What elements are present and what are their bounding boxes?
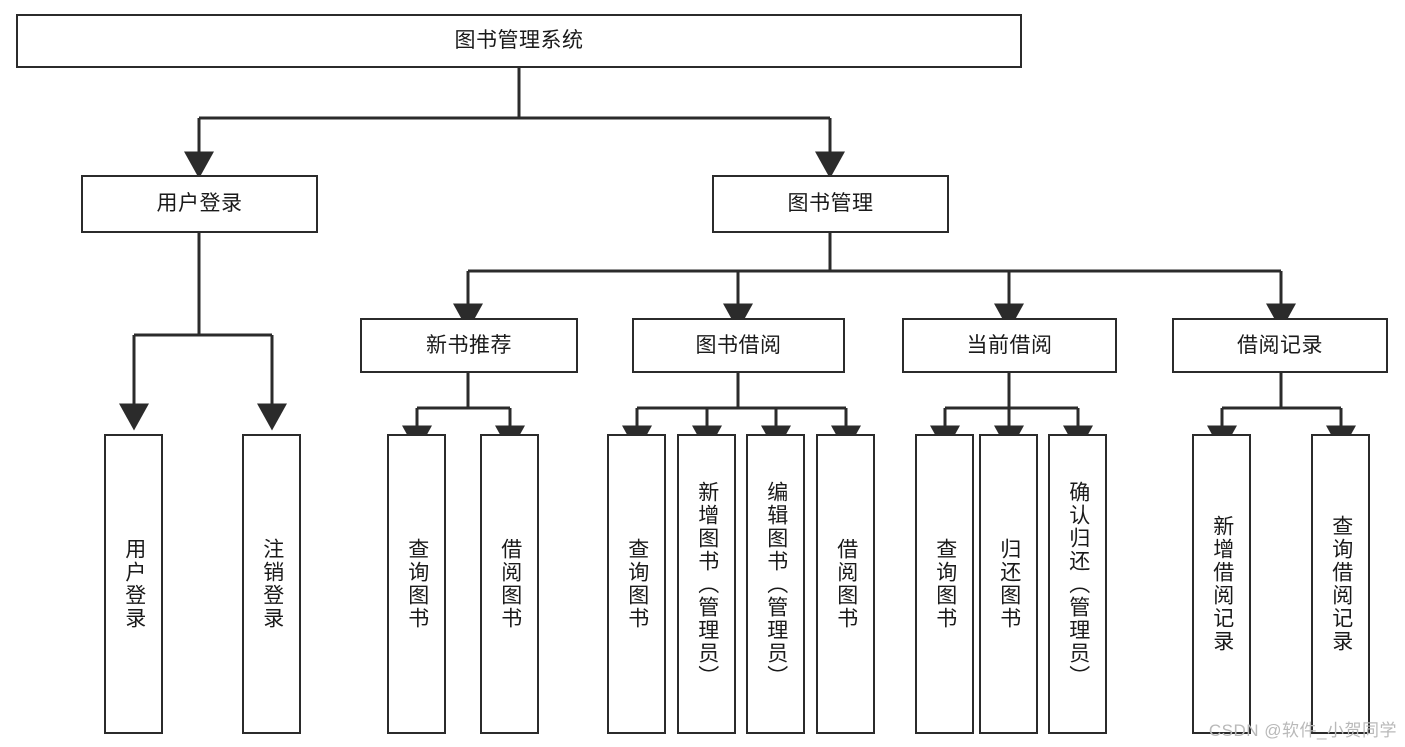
node-leaf-query-record[interactable]: 查询借阅记录 — [1311, 434, 1370, 734]
node-leaf-add-book-label: 新增图书（管理员） — [695, 480, 719, 688]
node-root[interactable]: 图书管理系统 — [16, 14, 1022, 68]
node-book-management-label: 图书管理 — [787, 192, 874, 216]
node-book-borrow-label: 图书借阅 — [695, 333, 782, 357]
node-borrow-record-label: 借阅记录 — [1237, 333, 1323, 357]
node-leaf-borrow-book-1-label: 借阅图书 — [498, 538, 522, 630]
node-leaf-confirm-return[interactable]: 确认归还（管理员） — [1048, 434, 1107, 734]
node-leaf-query-book-1[interactable]: 查询图书 — [387, 434, 446, 734]
node-current-borrow[interactable]: 当前借阅 — [902, 318, 1117, 373]
node-borrow-record[interactable]: 借阅记录 — [1172, 318, 1388, 373]
node-leaf-query-book-1-label: 查询图书 — [405, 538, 429, 630]
node-leaf-logout[interactable]: 注销登录 — [242, 434, 301, 734]
node-leaf-borrow-book-2-label: 借阅图书 — [834, 538, 858, 630]
node-leaf-query-book-2-label: 查询图书 — [625, 538, 649, 630]
node-leaf-user-login-label: 用户登录 — [122, 538, 146, 630]
node-leaf-confirm-return-label: 确认归还（管理员） — [1066, 480, 1090, 688]
node-leaf-query-record-label: 查询借阅记录 — [1329, 515, 1353, 653]
node-current-borrow-label: 当前借阅 — [966, 333, 1053, 357]
node-root-label: 图书管理系统 — [454, 29, 584, 53]
node-new-book-recommend[interactable]: 新书推荐 — [360, 318, 578, 373]
node-user-login[interactable]: 用户登录 — [81, 175, 318, 233]
node-new-book-recommend-label: 新书推荐 — [426, 333, 512, 357]
node-leaf-borrow-book-1[interactable]: 借阅图书 — [480, 434, 539, 734]
node-leaf-edit-book[interactable]: 编辑图书（管理员） — [746, 434, 805, 734]
node-user-login-label: 用户登录 — [156, 192, 243, 216]
node-leaf-edit-book-label: 编辑图书（管理员） — [764, 480, 788, 688]
node-book-management[interactable]: 图书管理 — [712, 175, 949, 233]
node-leaf-add-record[interactable]: 新增借阅记录 — [1192, 434, 1251, 734]
node-leaf-return-book[interactable]: 归还图书 — [979, 434, 1038, 734]
node-leaf-query-book-3[interactable]: 查询图书 — [915, 434, 974, 734]
node-leaf-query-book-2[interactable]: 查询图书 — [607, 434, 666, 734]
node-leaf-return-book-label: 归还图书 — [997, 538, 1021, 630]
node-leaf-user-login[interactable]: 用户登录 — [104, 434, 163, 734]
node-leaf-add-record-label: 新增借阅记录 — [1210, 515, 1234, 653]
node-leaf-add-book[interactable]: 新增图书（管理员） — [677, 434, 736, 734]
node-leaf-logout-label: 注销登录 — [260, 538, 284, 630]
node-book-borrow[interactable]: 图书借阅 — [632, 318, 845, 373]
node-leaf-borrow-book-2[interactable]: 借阅图书 — [816, 434, 875, 734]
node-leaf-query-book-3-label: 查询图书 — [933, 538, 957, 630]
